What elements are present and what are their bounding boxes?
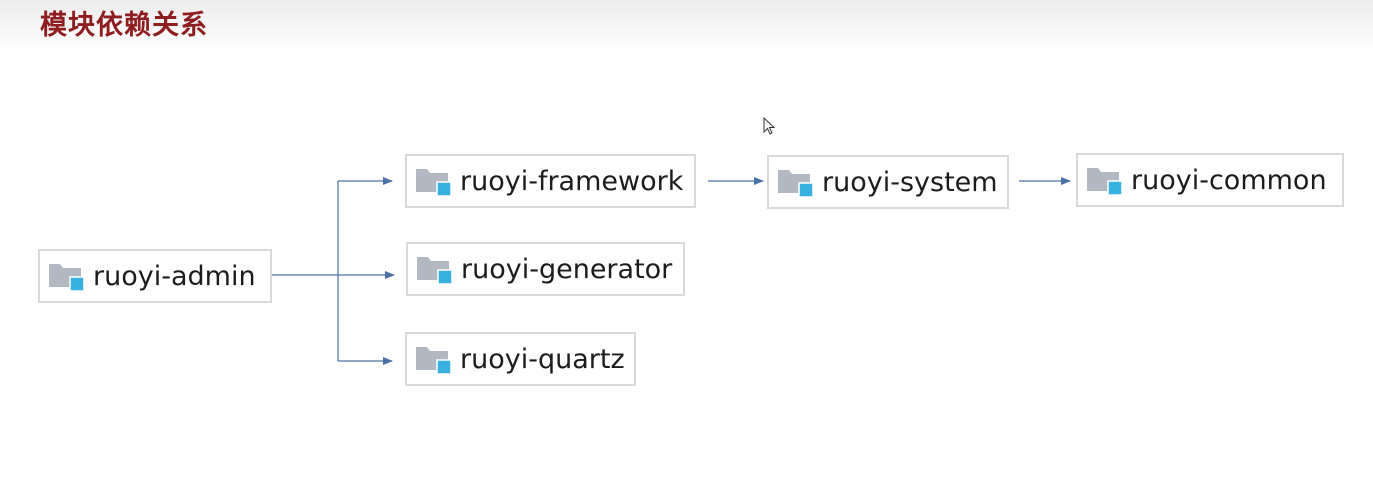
module-folder-icon xyxy=(415,165,452,197)
module-ruoyi-quartz[interactable]: ruoyi-quartz xyxy=(405,332,636,386)
module-folder-icon xyxy=(415,343,452,375)
module-label: ruoyi-admin xyxy=(93,260,256,292)
module-label: ruoyi-quartz xyxy=(460,343,625,375)
module-ruoyi-generator[interactable]: ruoyi-generator xyxy=(406,242,685,296)
module-folder-icon xyxy=(48,260,85,292)
module-label: ruoyi-common xyxy=(1131,164,1327,196)
module-folder-icon xyxy=(416,253,453,285)
module-folder-icon xyxy=(777,166,814,198)
module-ruoyi-common[interactable]: ruoyi-common xyxy=(1076,153,1344,207)
module-label: ruoyi-framework xyxy=(460,165,684,197)
module-ruoyi-system[interactable]: ruoyi-system xyxy=(767,155,1009,209)
module-label: ruoyi-system xyxy=(822,166,998,198)
module-ruoyi-framework[interactable]: ruoyi-framework xyxy=(405,154,696,208)
module-folder-icon xyxy=(1086,164,1123,196)
header-bar xyxy=(0,0,1373,50)
page-title: 模块依赖关系 xyxy=(40,10,208,41)
mouse-cursor-icon xyxy=(763,116,776,139)
module-ruoyi-admin[interactable]: ruoyi-admin xyxy=(38,249,272,303)
module-label: ruoyi-generator xyxy=(461,253,673,285)
